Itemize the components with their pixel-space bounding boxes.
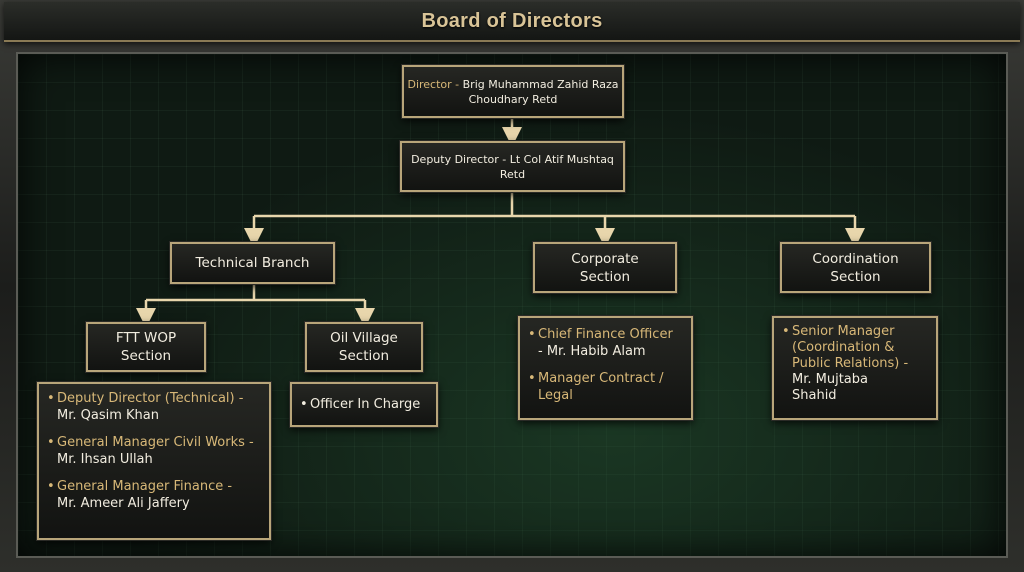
bullet-icon: •: [47, 391, 55, 406]
list-item: • Officer In Charge: [300, 396, 428, 413]
bullet-icon: •: [47, 435, 55, 450]
oil-staff-panel: • Officer In Charge: [290, 382, 438, 427]
bullet-icon: •: [528, 327, 536, 342]
coordination-staff-0-role2: Public Relations) -: [792, 356, 909, 371]
list-item: • General Manager Civil Works - Mr. Ihsan…: [47, 434, 261, 468]
bullet-icon: •: [47, 479, 55, 494]
list-item: • General Manager Finance - Mr. Ameer Ali…: [47, 478, 261, 512]
oil-line2: Section: [338, 348, 390, 364]
page-title: Board of Directors: [421, 9, 603, 32]
ftt-staff-0-name: Mr. Qasim Khan: [57, 408, 159, 423]
ftt-staff-1-name: Mr. Ihsan Ullah: [57, 452, 153, 467]
deputy-director-node[interactable]: Deputy Director - Lt Col Atif Mushtaq Re…: [400, 141, 625, 192]
deputy-line2: Retd: [499, 167, 526, 181]
ftt-staff-panel: • Deputy Director (Technical) - Mr. Qasim…: [37, 382, 271, 540]
list-item: • Manager Contract / Legal: [528, 370, 683, 404]
org-chart-board: [16, 52, 1008, 558]
bullet-icon: •: [782, 324, 790, 339]
corporate-staff-1-role2: Legal: [538, 388, 573, 403]
corporate-staff-0-role: Chief Finance Officer: [538, 327, 673, 342]
coordination-line1: Coordination: [812, 250, 899, 267]
ftt-line1: FTT WOP: [115, 330, 177, 346]
oil-village-section-node[interactable]: Oil Village Section: [305, 322, 423, 372]
deputy-line1: Deputy Director - Lt Col Atif Mushtaq: [411, 152, 614, 166]
ftt-staff-1-role: General Manager Civil Works -: [57, 435, 254, 450]
ftt-line2: Section: [120, 348, 172, 364]
ftt-staff-0-role: Deputy Director (Technical) -: [57, 391, 244, 406]
director-name-line2: Choudhary Retd: [468, 92, 558, 106]
ftt-staff-2-role: General Manager Finance -: [57, 479, 233, 494]
coordination-staff-0-role: Senior Manager (Coordination &: [792, 324, 895, 355]
ftt-wop-section-node[interactable]: FTT WOP Section: [86, 322, 206, 372]
header-bar: Board of Directors: [4, 2, 1020, 42]
director-node[interactable]: Director - Brig Muhammad Zahid Raza Chou…: [402, 65, 624, 118]
technical-branch-node[interactable]: Technical Branch: [170, 242, 335, 284]
director-name-line1: Brig Muhammad Zahid Raza: [462, 77, 619, 91]
oil-line1: Oil Village: [330, 330, 398, 346]
coordination-line2: Section: [830, 268, 881, 285]
corporate-line2: Section: [579, 268, 631, 285]
coordination-staff-0-name2: Shahid: [792, 388, 837, 403]
coordination-staff-0-name: Mr. Mujtaba: [792, 372, 868, 387]
corporate-section-node[interactable]: Corporate Section: [533, 242, 677, 293]
bullet-icon: •: [528, 371, 536, 386]
bullet-icon: •: [300, 397, 308, 412]
list-item: • Deputy Director (Technical) - Mr. Qasim…: [47, 390, 261, 424]
list-item: • Chief Finance Officer - Mr. Habib Alam: [528, 326, 683, 360]
coordination-staff-panel: • Senior Manager (Coordination & Public …: [772, 316, 938, 420]
corporate-staff-0-name: - Mr. Habib Alam: [538, 344, 646, 359]
oil-staff-0-role: Officer In Charge: [310, 397, 421, 412]
corporate-staff-1-role: Manager Contract /: [538, 371, 664, 386]
coordination-section-node[interactable]: Coordination Section: [780, 242, 931, 293]
director-role: Director -: [407, 77, 463, 91]
corporate-staff-panel: • Chief Finance Officer- Mr. Habib Alam …: [518, 316, 693, 420]
ftt-staff-2-name: Mr. Ameer Ali Jaffery: [57, 496, 190, 511]
list-item: • Senior Manager (Coordination & Public …: [782, 324, 928, 404]
technical-branch-label: Technical Branch: [195, 255, 310, 271]
corporate-line1: Corporate: [571, 250, 639, 267]
